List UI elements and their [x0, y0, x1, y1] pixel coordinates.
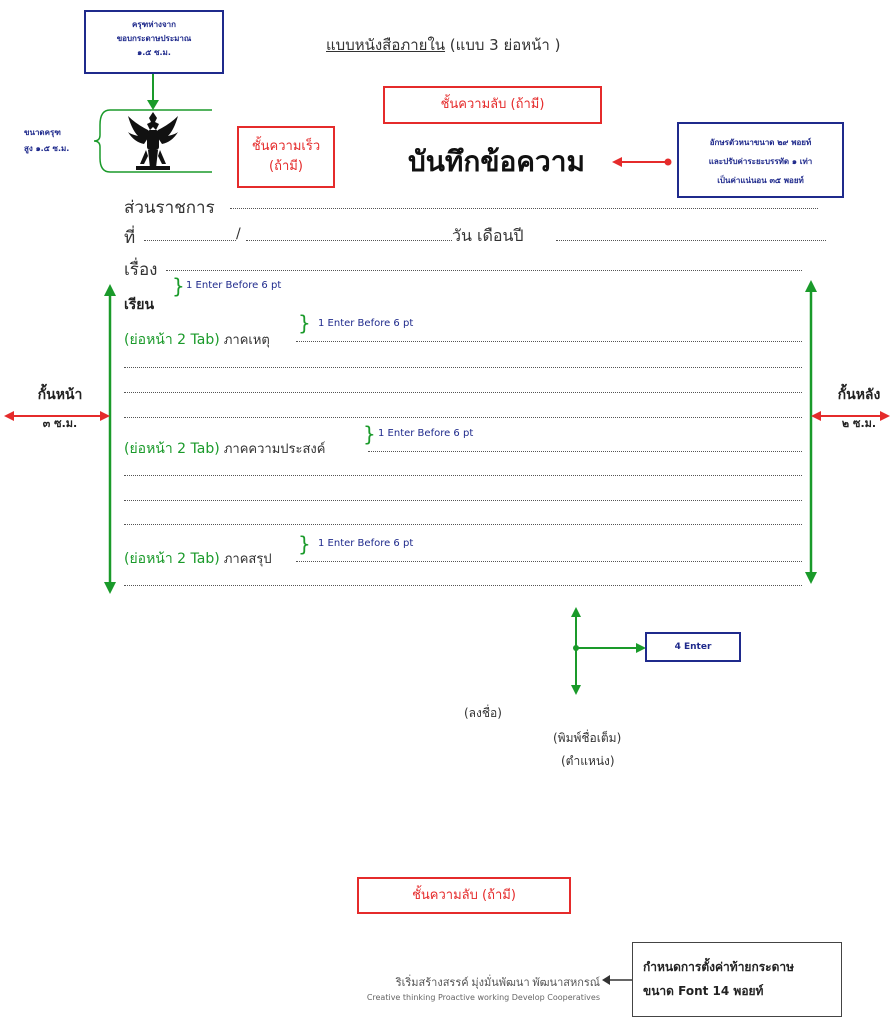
- title-font-note-box: อักษรตัวหนาขนาด ๒๙ พอยท์ และปรับค่าระยะบ…: [677, 122, 844, 198]
- field-subject-line: [166, 270, 802, 271]
- indent-label-2: (ย่อหน้า 2 Tab): [124, 441, 220, 457]
- para-purpose-label: ภาคความประสงค์: [223, 442, 326, 457]
- signature-full-name: (พิมพ์ชื่อเต็ม): [553, 731, 622, 745]
- paragraph-summary: (ย่อหน้า 2 Tab) ภาคสรุป: [124, 548, 272, 570]
- field-date-line: [556, 240, 826, 241]
- right-margin-label: กั้นหลัง ๒ ซ.ม.: [826, 384, 892, 432]
- four-enter-text: 4 Enter: [674, 642, 712, 652]
- paragraph-purpose: (ย่อหน้า 2 Tab) ภาคความประสงค์: [124, 438, 325, 460]
- right-margin-title: กั้นหลัง: [837, 387, 881, 403]
- spacing-brace-3: }: [363, 422, 376, 446]
- urgency-level-box: ชั้นความเร็ว (ถ้ามี): [237, 126, 335, 188]
- secret-level-top-box: ชั้นความลับ (ถ้ามี): [383, 86, 602, 124]
- field-ref-line-a: [144, 240, 236, 241]
- field-agency-label: ส่วนราชการ: [124, 198, 215, 218]
- field-to-label: เรียน: [124, 297, 155, 313]
- para-cause-label: ภาคเหตุ: [223, 333, 270, 348]
- title-font-note-line2: และปรับค่าระยะบรรทัด ๑ เท่า: [708, 157, 813, 166]
- field-ref-label: ที่: [124, 228, 136, 248]
- spacing-brace-2: }: [298, 311, 311, 335]
- form-title-suffix: (แบบ 3 ย่อหน้า ): [445, 36, 561, 54]
- para-cause-line-3: [124, 417, 802, 418]
- garuda-size-line1: ขนาดครุฑ: [24, 128, 61, 137]
- footer-slogan: ริเริ่มสร้างสรรค์ มุ่งมั่นพัฒนา พัฒนาสหก…: [300, 973, 600, 1002]
- secret-level-bottom-box: ชั้นความลับ (ถ้ามี): [357, 877, 571, 914]
- garuda-distance-line2: ขอบกระดาษประมาณ: [116, 34, 192, 43]
- para-cause-line-2: [124, 392, 802, 393]
- indent-label-1: (ย่อหน้า 2 Tab): [124, 332, 220, 348]
- spacing-note-4: 1 Enter Before 6 pt: [318, 538, 414, 549]
- spacing-note-3: 1 Enter Before 6 pt: [378, 428, 474, 439]
- spacing-note-1: 1 Enter Before 6 pt: [186, 280, 282, 291]
- spacing-brace-1: }: [172, 274, 185, 298]
- footer-note-box: กำหนดการตั้งค่าท้ายกระดาษ ขนาด Font 14 พ…: [632, 942, 842, 1017]
- right-margin-value: ๒ ซ.ม.: [841, 417, 877, 430]
- memo-title: บันทึกข้อความ: [408, 145, 585, 178]
- urgency-line1: ชั้นความเร็ว: [251, 139, 321, 154]
- title-font-note-line3: เป็นค่าแน่นอน ๓๕ พอยท์: [717, 176, 804, 185]
- left-margin-value: ๓ ซ.ม.: [42, 417, 78, 430]
- signature-spacing-guide: [571, 607, 646, 695]
- para-summary-line-1: [124, 585, 802, 586]
- garuda-size-label: ขนาดครุฑ สูง ๑.๕ ซ.ม.: [24, 125, 69, 157]
- para-summary-label: ภาคสรุป: [223, 552, 272, 567]
- urgency-line2: (ถ้ามี): [269, 159, 303, 174]
- left-margin-label: กั้นหน้า ๓ ซ.ม.: [30, 384, 90, 432]
- footer-slogan-en: Creative thinking Proactive working Deve…: [366, 993, 600, 1002]
- garuda-distance-box: ครุฑห่างจาก ขอบกระดาษประมาณ ๑.๕ ซ.ม.: [84, 10, 224, 74]
- signature-position: (ตำแหน่ง): [561, 754, 615, 768]
- indent-label-3: (ย่อหน้า 2 Tab): [124, 551, 220, 567]
- field-date-label: วัน เดือนปี: [452, 226, 524, 245]
- paragraph-cause: (ย่อหน้า 2 Tab) ภาคเหตุ: [124, 329, 270, 351]
- footer-note-line2: ขนาด Font 14 พอยท์: [643, 984, 764, 998]
- margin-guides: [4, 280, 890, 594]
- footer-slogan-th: ริเริ่มสร้างสรรค์ มุ่งมั่นพัฒนา พัฒนาสหก…: [395, 977, 600, 989]
- secret-level-top-text: ชั้นความลับ (ถ้ามี): [440, 97, 545, 112]
- field-subject-label: เรื่อง: [124, 260, 158, 280]
- footer-note-line1: กำหนดการตั้งค่าท้ายกระดาษ: [643, 960, 795, 974]
- para-cause-line-1: [124, 367, 802, 368]
- garuda-graphics: [93, 74, 672, 173]
- garuda-distance-line3: ๑.๕ ซ.ม.: [137, 48, 171, 57]
- garuda-size-line2: สูง ๑.๕ ซ.ม.: [24, 144, 70, 153]
- para-purpose-line-0: [368, 451, 802, 452]
- secret-level-bottom-text: ชั้นความลับ (ถ้ามี): [412, 888, 516, 903]
- spacing-brace-4: }: [298, 532, 311, 556]
- four-enter-box: 4 Enter: [645, 632, 741, 662]
- footer-arrow: [602, 975, 632, 985]
- left-margin-title: กั้นหน้า: [37, 387, 83, 403]
- garuda-emblem-icon: [128, 112, 178, 170]
- para-purpose-line-2: [124, 500, 802, 501]
- para-purpose-line-3: [124, 524, 802, 525]
- spacing-note-2: 1 Enter Before 6 pt: [318, 318, 414, 329]
- field-ref-separator: /: [236, 226, 241, 242]
- para-cause-line-0: [296, 341, 802, 342]
- signature-sign: (ลงชื่อ): [464, 706, 502, 720]
- form-title: แบบหนังสือภายใน (แบบ 3 ย่อหน้า ): [326, 33, 560, 57]
- title-font-note-line1: อักษรตัวหนาขนาด ๒๙ พอยท์: [709, 138, 812, 147]
- field-agency-line: [230, 208, 818, 209]
- field-ref-line-b: [246, 240, 452, 241]
- form-title-main: แบบหนังสือภายใน: [326, 36, 446, 54]
- garuda-distance-line1: ครุฑห่างจาก: [132, 20, 176, 29]
- para-purpose-line-1: [124, 475, 802, 476]
- para-summary-line-0: [296, 561, 802, 562]
